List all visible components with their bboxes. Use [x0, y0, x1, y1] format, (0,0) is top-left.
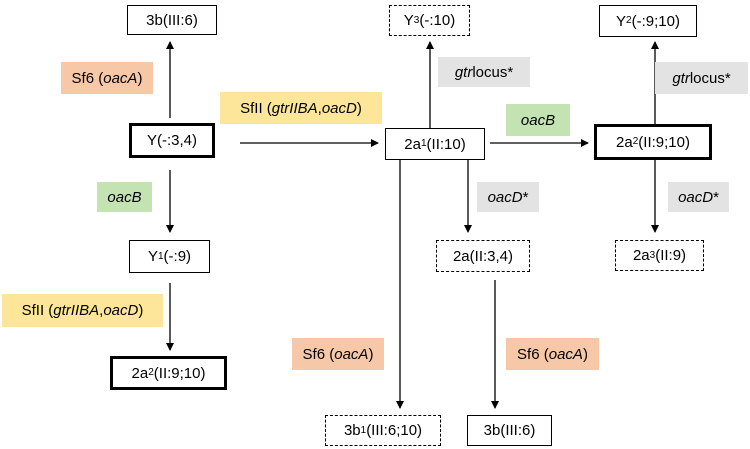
label-text: , [317, 99, 322, 117]
node-text: 2a [404, 135, 421, 153]
label-gene: oacD [321, 99, 357, 117]
label-sf6-oacA-mid: Sf6 (oacA) [292, 338, 384, 370]
node-Y: Y (-:3,4) [129, 123, 215, 158]
label-oacD-center: oacD* [477, 182, 539, 212]
label-oacB-left: oacB [97, 182, 152, 212]
label-text: , [99, 302, 104, 319]
node-text: Y [403, 12, 414, 29]
node-text: 3b [483, 422, 501, 439]
node-text: 3b [343, 422, 361, 439]
node-text: (II:9) [655, 247, 687, 264]
node-text: 2a [632, 247, 650, 264]
label-gene: gtrIIBA [53, 302, 100, 319]
node-text: (-:10) [419, 12, 456, 29]
label-gtr-locus-right: gtr locus* [655, 62, 748, 94]
label-gene: oacA [103, 69, 138, 87]
label-text: SfII ( [21, 302, 54, 319]
label-text: Sf6 ( [302, 345, 335, 363]
label-sf6-oacA-right: Sf6 (oacA) [506, 338, 599, 370]
label-text: ) [368, 345, 374, 363]
label-sf6-oacA-top: Sf6 (oacA) [61, 62, 153, 94]
label-sfII-left: SfII (gtrIIBA, oacD) [2, 294, 163, 327]
node-text: (II:3,4) [469, 247, 514, 265]
label-sfII-center: SfII (gtrIIBA, oacD) [220, 92, 382, 124]
label-oacB-right: oacB [506, 104, 570, 136]
label-gene: gtrIIBA [271, 99, 318, 117]
node-text: (III:6) [162, 11, 198, 29]
node-2a: 2a (II:3,4) [436, 240, 530, 272]
label-text: * [713, 188, 719, 206]
node-text: (II:10) [426, 135, 466, 153]
node-text: Y [147, 248, 158, 265]
label-text: Sf6 ( [71, 69, 104, 87]
label-oacD-right: oacD* [668, 182, 729, 212]
node-text: (-:9;10) [631, 12, 680, 30]
label-text: locus* [472, 63, 514, 81]
node-text: (-:9) [163, 248, 192, 265]
label-gene: gtr [454, 63, 473, 81]
node-text: 3b [146, 11, 163, 29]
label-text: SfII ( [240, 99, 272, 117]
label-gene: oacB [107, 188, 142, 206]
label-text: ) [582, 345, 588, 363]
label-text: * [522, 188, 529, 206]
node-3b-bottom: 3b (III:6) [467, 415, 552, 446]
label-text: ) [138, 302, 144, 319]
label-gene: oacD [103, 302, 139, 319]
label-gene: oacA [548, 345, 583, 363]
label-gene: oacA [334, 345, 369, 363]
node-text: Y [146, 132, 157, 149]
label-gtr-locus-center: gtr locus* [438, 57, 530, 87]
node-text: 2a [616, 133, 633, 151]
label-gene: oacB [520, 111, 556, 129]
label-text: ) [356, 99, 362, 117]
node-text: 2a [131, 364, 149, 382]
node-text: (III:6;10) [366, 422, 423, 439]
node-text: (III:6) [500, 422, 536, 439]
node-text: (II:9;10) [638, 133, 690, 151]
node-text: 2a [452, 247, 470, 265]
node-text: Y [616, 12, 627, 30]
label-text: ) [137, 69, 143, 87]
node-text: (-:3,4) [157, 132, 198, 149]
node-text: (II:9;10) [153, 364, 206, 382]
label-gene: gtr [672, 69, 690, 87]
label-gene: oacD [678, 188, 714, 206]
label-text: Sf6 ( [517, 345, 549, 363]
label-gene: oacD [487, 188, 523, 206]
label-text: locus* [689, 69, 731, 87]
node-3b-top: 3b (III:6) [127, 5, 217, 35]
